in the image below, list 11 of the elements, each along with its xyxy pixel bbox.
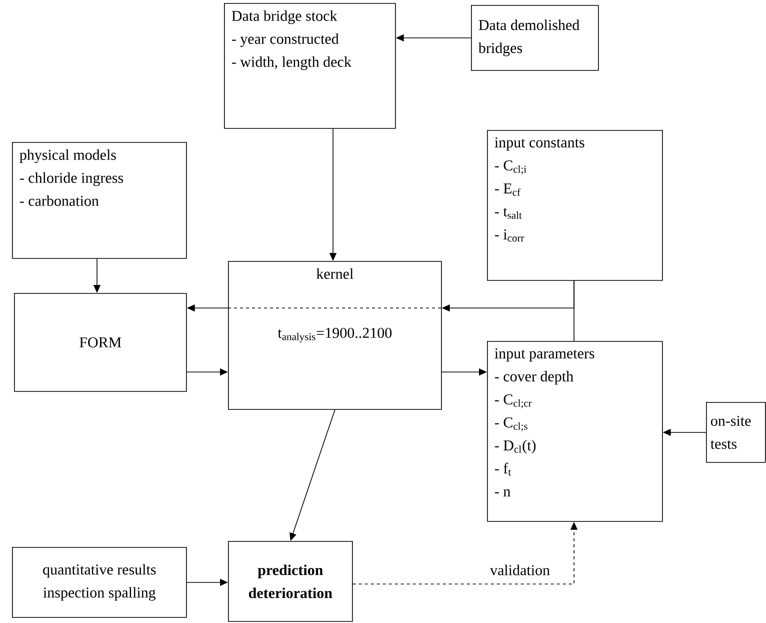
- process-box: Data demolished bridges: [471, 5, 599, 71]
- process-box: quantitative results inspection spalling: [12, 547, 187, 618]
- process-box: input parameters - cover depth - C$_{cl;cr}$ - C$_{cl;s}$ - D$_{cl}$(t) - f$_{t}$ - n: [487, 341, 663, 522]
- edge-label: validation: [489, 564, 551, 576]
- process-box: on-site tests: [706, 402, 766, 463]
- process-box: input constants - C$_{cl;i}$ - E$_{cf}$ - t$_{salt}$ - i$_{corr}$: [487, 130, 663, 281]
- process-box: prediction deterioration: [228, 541, 353, 622]
- process-box: kernel t$_{analysis}$=1900..2100: [228, 261, 442, 410]
- process-box: FORM: [14, 293, 187, 392]
- process-box: physical models - chloride ingress - carbonation: [12, 142, 187, 259]
- process-box: Data bridge stock - year constructed - width, length deck: [224, 3, 396, 129]
